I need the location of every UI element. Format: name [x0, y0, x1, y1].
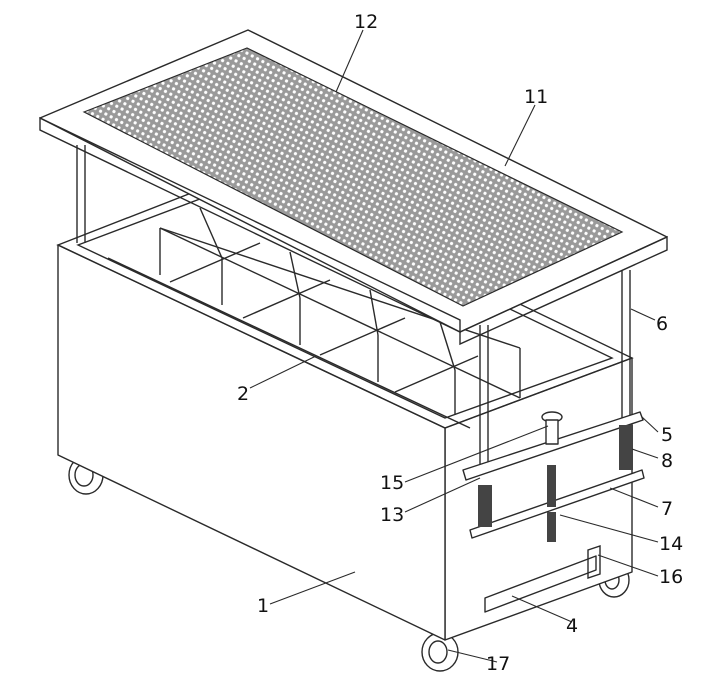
callout-label: 2 [237, 383, 249, 405]
cart-top-rim [56, 171, 634, 429]
leader-lines [249, 29, 659, 663]
callout-label: 13 [380, 504, 404, 526]
mesh-panel [82, 47, 624, 307]
wheel-front [421, 632, 459, 672]
support-leg [76, 145, 631, 472]
callout-label: 5 [661, 424, 673, 446]
callout-label: 17 [486, 653, 510, 675]
bolt [541, 411, 563, 445]
callout-label: 12 [354, 11, 378, 33]
upper-plate [462, 411, 644, 481]
callout-label: 1 [257, 595, 269, 617]
callout-label: 11 [524, 86, 548, 108]
lower-plate [469, 469, 645, 539]
spring [478, 425, 633, 542]
callout-label: 7 [661, 498, 673, 520]
callout-label: 16 [659, 566, 683, 588]
callout-label: 14 [659, 533, 683, 555]
cart-body-side [444, 357, 633, 641]
slot [484, 555, 597, 613]
callout-label: 6 [656, 313, 668, 335]
callout-label: 15 [380, 472, 404, 494]
callout-label: 8 [661, 450, 673, 472]
callout-label: 4 [566, 615, 578, 637]
